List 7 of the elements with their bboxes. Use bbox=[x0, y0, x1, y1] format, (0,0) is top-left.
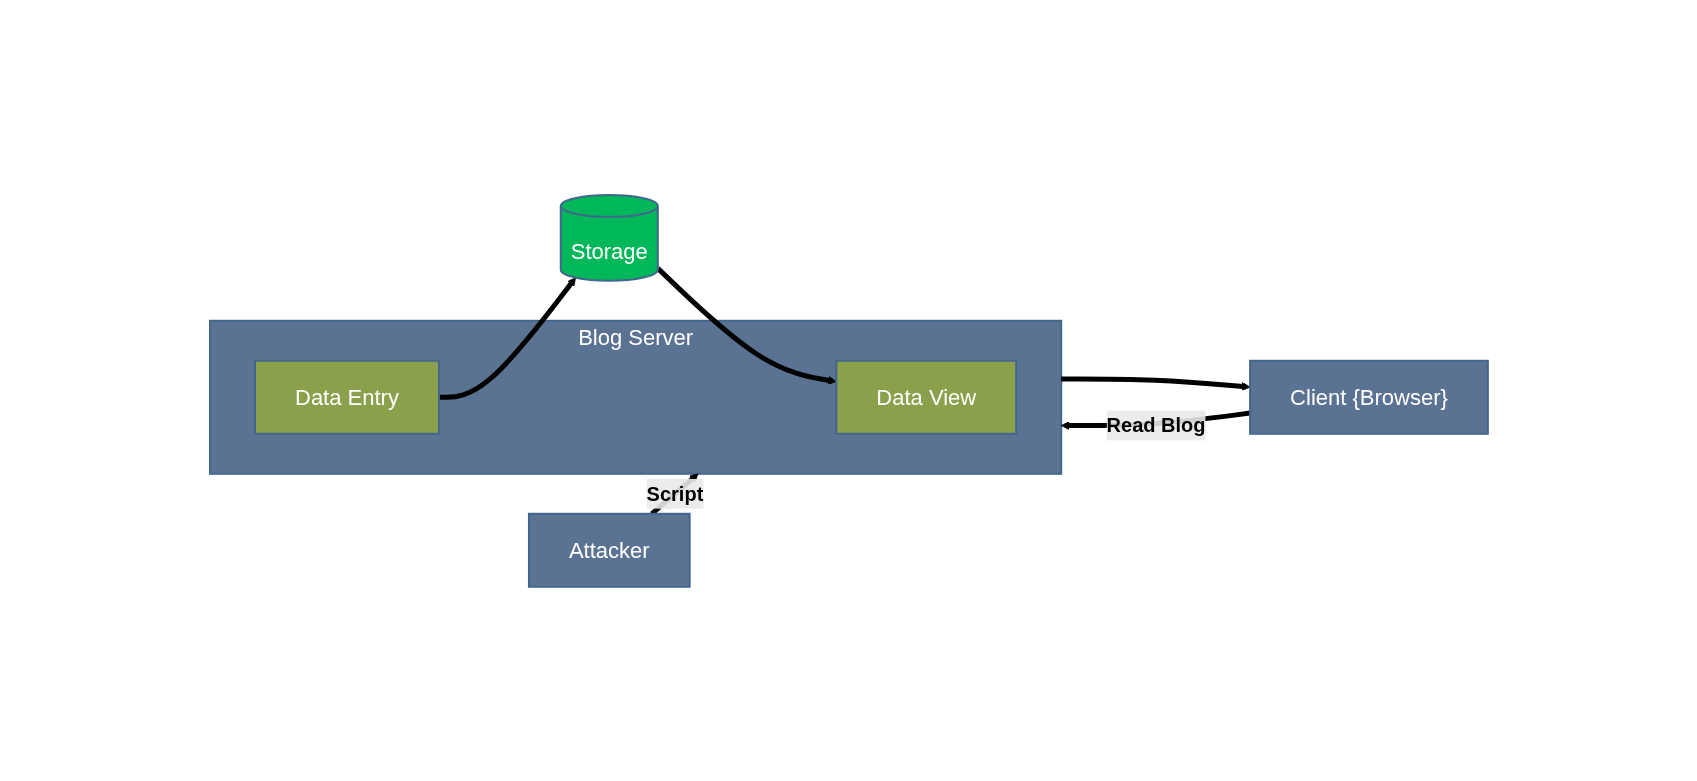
node-box: Attacker bbox=[527, 512, 691, 588]
node-box: Client {Browser} bbox=[1248, 359, 1489, 435]
edge-label: Read Blog bbox=[1106, 414, 1206, 437]
arrow bbox=[438, 276, 576, 400]
edge-label: Script bbox=[646, 482, 703, 505]
node-box: Data View bbox=[834, 359, 1017, 435]
node-box: Data Entry bbox=[253, 359, 440, 435]
